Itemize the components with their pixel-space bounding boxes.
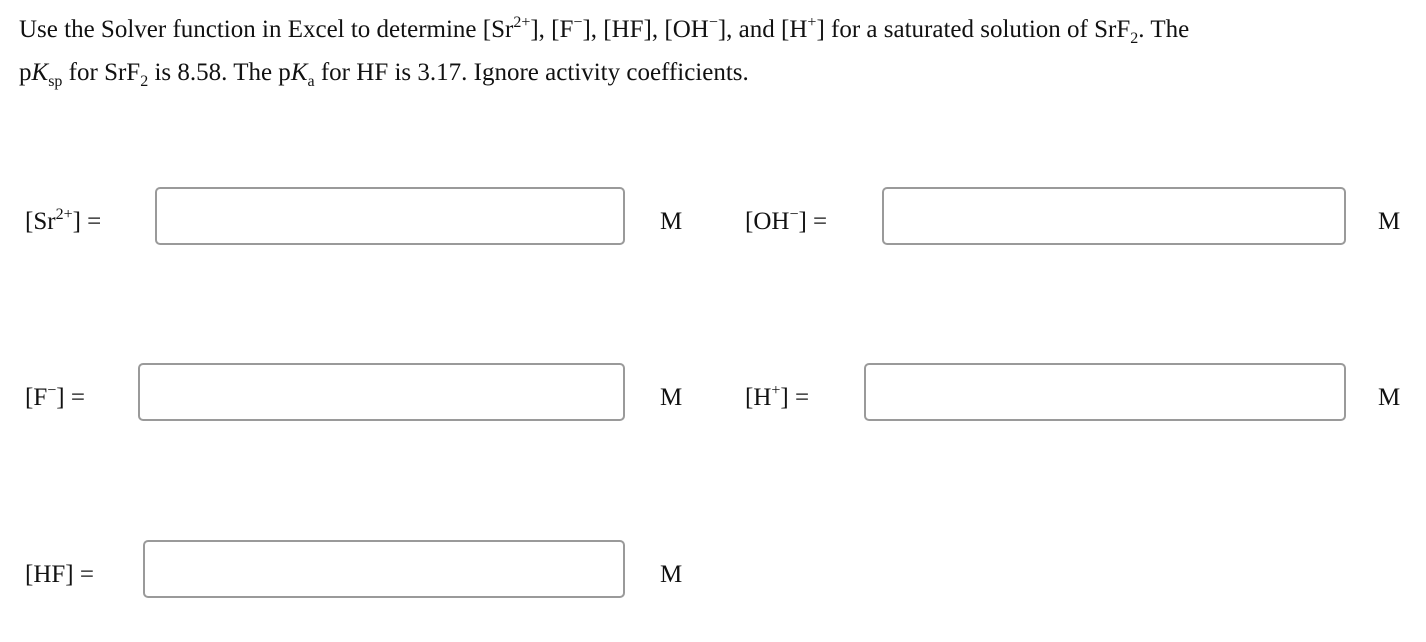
h-label: [H+] = xyxy=(745,382,810,412)
sr-unit: M xyxy=(660,208,683,235)
oh-unit: M xyxy=(1378,208,1401,235)
h-unit: M xyxy=(1378,384,1401,411)
f-unit: M xyxy=(660,384,683,411)
hf-unit: M xyxy=(660,561,683,588)
f-label: [F−] = xyxy=(25,382,85,412)
hf-concentration-input[interactable] xyxy=(143,540,625,598)
sr-concentration-input[interactable] xyxy=(155,187,625,245)
oh-label: [OH−] = xyxy=(745,206,828,236)
question-line-1: Use the Solver function in Excel to dete… xyxy=(19,14,1190,47)
question-line-2: pKsp for SrF2 is 8.58. The pKa for HF is… xyxy=(19,59,749,90)
hf-label: [HF] = xyxy=(25,561,94,588)
question-text: Use the Solver function in Excel to dete… xyxy=(19,8,1409,94)
sr-label: [Sr2+] = xyxy=(25,206,102,236)
f-concentration-input[interactable] xyxy=(138,363,625,421)
oh-concentration-input[interactable] xyxy=(882,187,1346,245)
h-concentration-input[interactable] xyxy=(864,363,1346,421)
